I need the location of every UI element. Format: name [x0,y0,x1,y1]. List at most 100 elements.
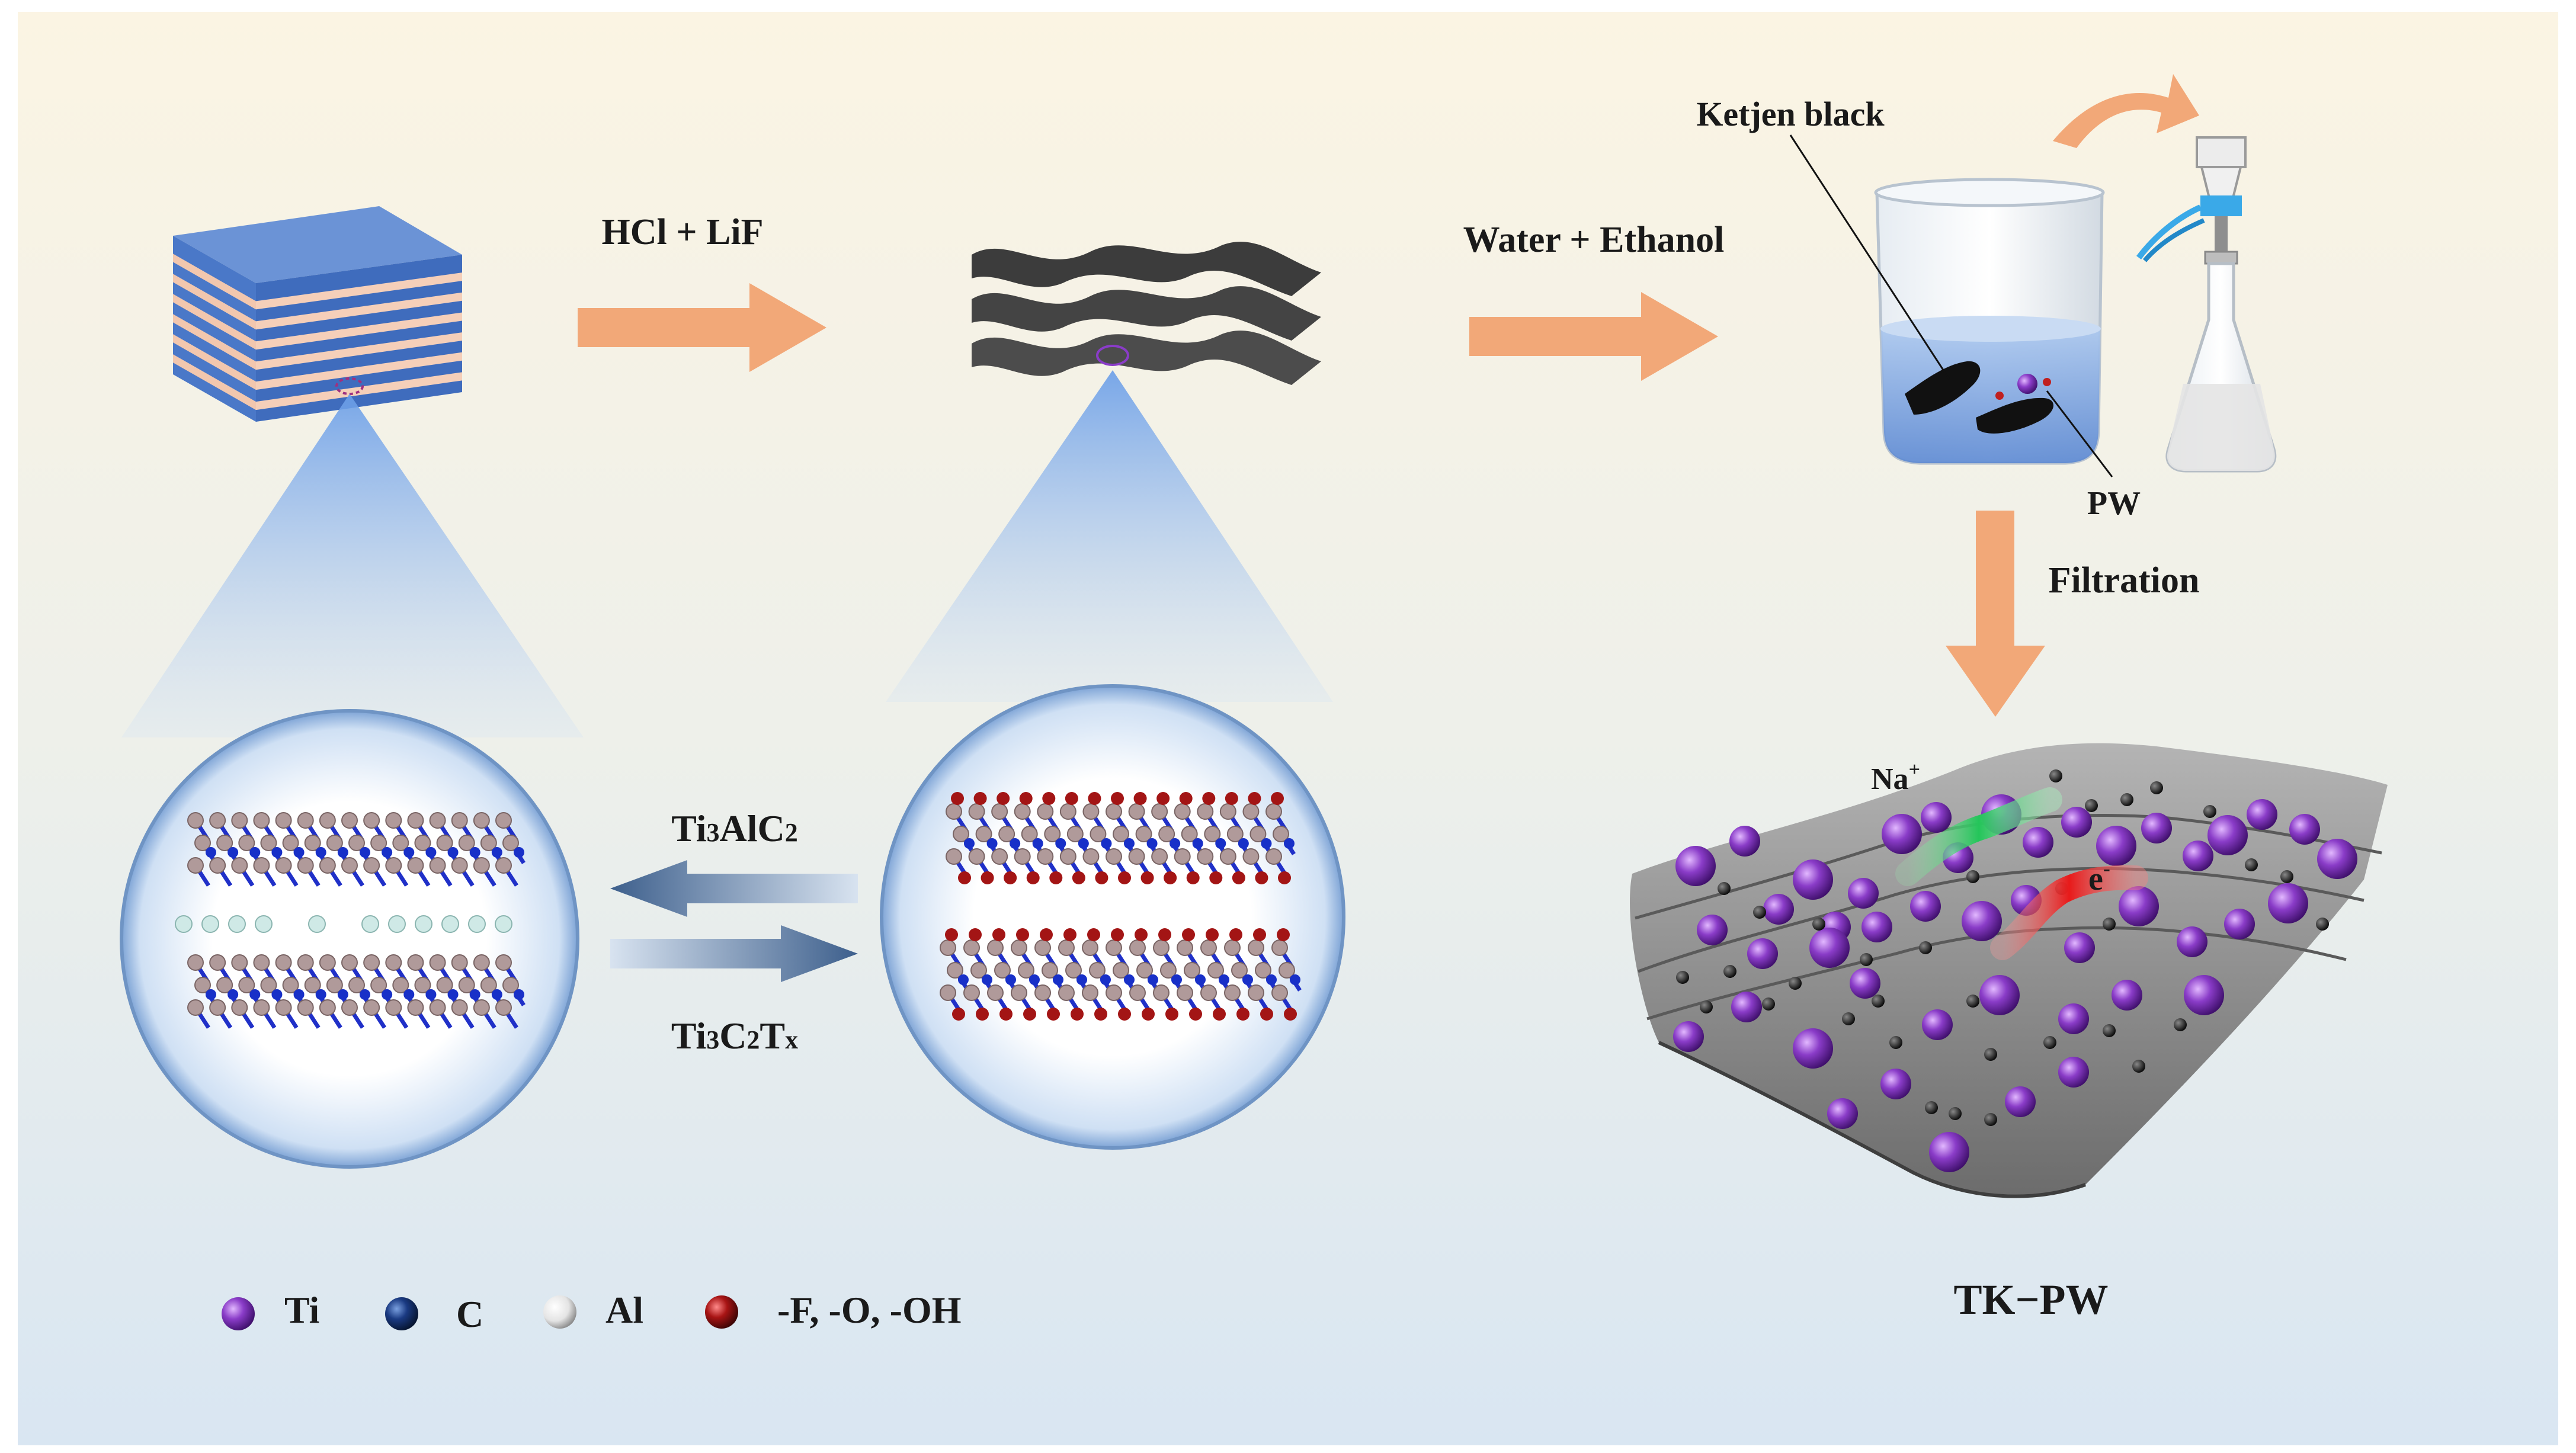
sodium-ion-path [1895,787,2062,886]
label-water-ethanol: Water + Ethanol [1463,220,1725,260]
c-atom [1078,838,1089,849]
al-atom [388,915,406,933]
terminal-atom [1260,1008,1273,1021]
ti-atom [429,857,446,874]
ketjen-black-particle [1812,918,1825,931]
ketjen-black-particle [1753,906,1766,919]
c-atom [1055,838,1066,849]
mxene-sheets [972,242,1321,385]
terminal-atom [1071,1008,1084,1021]
label-hcl-lif: HCl + LiF [601,212,763,252]
ketjen-black-particle [1966,995,1979,1008]
ti-atom [407,857,424,874]
ti-atom [1219,803,1236,820]
pw-particle [1763,894,1794,925]
c-atom [293,847,305,858]
max-layer-stripe [256,332,462,370]
ti-atom [1059,848,1076,865]
terminal-atom [1158,928,1171,941]
ti-atom [341,857,358,874]
ketjen-black-particle [1872,995,1885,1008]
pw-particle [2005,1086,2036,1117]
c-atom [1215,838,1226,849]
legend-c-swatch [385,1297,418,1330]
pw-particle [1850,968,1880,999]
terminal-atom [1253,928,1266,941]
ti-atom [1231,962,1248,979]
ketjen-black-particle [1676,971,1689,984]
label-pw: PW [2087,485,2141,522]
c-atom [1032,838,1043,849]
ti-atom [282,835,299,851]
pw-particle [2224,909,2255,939]
ti-atom [282,977,299,993]
legend: Ti C Al -F, -O, -OH [222,1289,962,1335]
ti-atom [231,999,248,1016]
c-atom [1101,838,1112,849]
ti-atom [187,954,204,971]
ti-atom [480,835,497,851]
label-filtration: Filtration [2049,560,2200,601]
max-layer-stripe [256,272,462,310]
c-atom [1192,838,1203,849]
c-atom [249,989,261,1000]
terminal-atom [1140,871,1154,884]
ti-atom [502,977,519,993]
ketjen-black-particle [1889,1036,1902,1049]
max-layer-stripe [173,254,256,310]
ketjen-black-particle [2203,805,2216,818]
pw-particle [1731,992,1762,1022]
al-atom [175,915,193,933]
c-atom [1219,974,1229,985]
arrow-filtration [1946,511,2045,717]
terminal-atom [1156,792,1170,805]
pw-particle [1880,1069,1911,1099]
ti-atom [275,999,292,1016]
terminal-atom [951,792,964,805]
legend-al-label: Al [605,1289,643,1331]
ti-atom [363,857,380,874]
ketjen-black-particle [1842,1012,1855,1025]
ti-atom [480,977,497,993]
ketjen-black-particle [2043,1036,2056,1049]
ti-atom [253,812,270,829]
zoom-cone-mxene [886,370,1333,702]
c-atom [1005,974,1016,985]
tk-pw-composite [1630,743,2388,1198]
pw-particle [1929,1132,1969,1172]
pw-particle [1809,928,1850,968]
ti-atom [1242,803,1260,820]
terminal-atom [1202,792,1216,805]
ti-atom [1197,803,1214,820]
terminal-atom [1111,928,1124,941]
terminal-atom [1063,928,1076,941]
c-atom [1238,838,1249,849]
terminal-atom [1182,928,1195,941]
ti-atom [975,826,992,842]
ti-atom [1226,826,1244,842]
ti-atom [963,939,980,956]
max-layer-stripe [256,372,462,410]
ti-atom [994,962,1011,979]
c-atom [982,974,992,985]
c-atom [1124,838,1135,849]
ketjen-black-particle [2049,769,2062,782]
max-crystal-structure [175,812,526,1029]
ketjen-black-particle [1762,997,1775,1011]
ti-atom [385,812,402,829]
ti-atom [1011,939,1027,956]
ketjen-black-particle [2150,781,2163,794]
c-atom [1124,974,1135,985]
pw-particle [2141,813,2172,843]
ti-atom [1224,939,1241,956]
terminal-atom [1255,871,1268,884]
legend-c-label: C [456,1293,483,1335]
ti-atom [1249,826,1267,842]
pw-particle [1697,915,1728,945]
pw-particle [2058,1057,2089,1088]
ti-atom [1265,848,1282,865]
arrow-etching [578,283,826,372]
ti-atom [1034,984,1051,1001]
legend-terminal-swatch [705,1295,738,1329]
c-atom [447,847,459,858]
